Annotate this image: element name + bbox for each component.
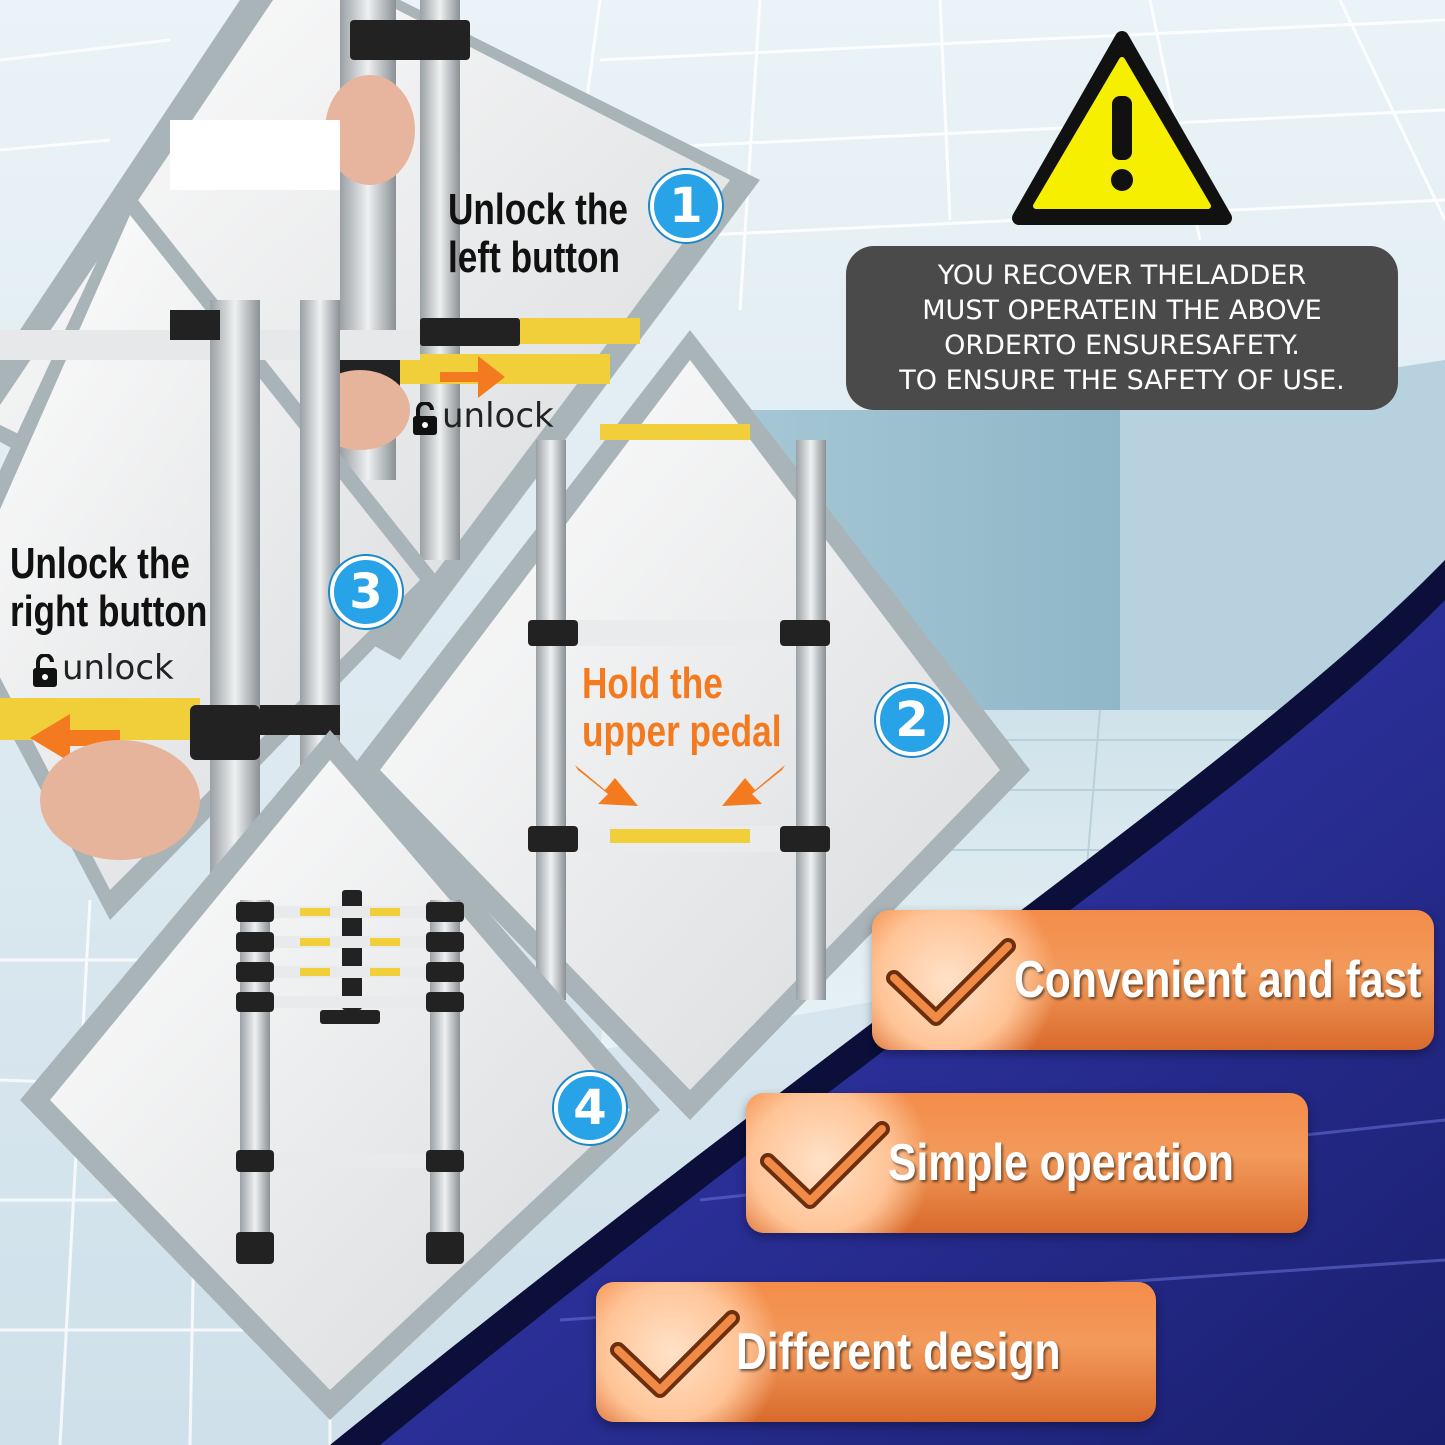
step-4-number-badge: 4 xyxy=(554,1072,626,1144)
padlock-open-icon xyxy=(33,654,57,687)
step-2-title: Hold the upper pedal xyxy=(582,659,782,757)
warning-triangle-icon xyxy=(1012,31,1232,225)
panel-step-2 xyxy=(350,330,1030,1120)
step-1-unlock-text: unlock xyxy=(442,396,554,436)
feature-label-1: Convenient and fast xyxy=(1014,951,1422,1009)
step-3-number-badge: 3 xyxy=(330,556,402,628)
step-2-number-badge: 2 xyxy=(876,684,948,756)
panel-step-3 xyxy=(0,190,440,920)
warning-line-1: YOU RECOVER THELADDER xyxy=(937,260,1307,291)
step-1-line1: Unlock the xyxy=(448,185,628,234)
folded-ladder-image xyxy=(236,890,464,1264)
step-3-line1: Unlock the xyxy=(10,539,190,588)
step-3-unlock-label: unlock xyxy=(32,648,174,688)
step-3-unlock-text: unlock xyxy=(62,648,174,688)
step-1-number-badge: 1 xyxy=(650,170,722,242)
step-1-title: Unlock the left button xyxy=(448,185,628,283)
feature-banner-3: Different design xyxy=(596,1282,1156,1422)
feature-banner-1: Convenient and fast xyxy=(872,910,1434,1050)
checkmark-icon xyxy=(886,938,1016,1026)
padlock-open-icon xyxy=(413,402,437,435)
step-1-line2: left button xyxy=(448,233,621,283)
warning-line-3: ORDERTO ENSURESAFETY. xyxy=(944,330,1300,361)
feature-banner-2: Simple operation xyxy=(746,1093,1308,1233)
checkmark-icon xyxy=(760,1121,890,1209)
step-3-line2: right button xyxy=(10,587,208,637)
warning-line-4: TO ENSURE THE SAFETY OF USE. xyxy=(899,365,1345,396)
step-1-unlock-label: unlock xyxy=(412,396,554,436)
feature-label-2: Simple operation xyxy=(888,1134,1234,1192)
warning-line-2: MUST OPERATEIN THE ABOVE xyxy=(922,295,1322,326)
step-2-line2: upper pedal xyxy=(582,707,782,757)
feature-label-3: Different design xyxy=(736,1323,1061,1381)
step-3-title: Unlock the right button xyxy=(10,539,208,637)
safety-warning-box: YOU RECOVER THELADDER MUST OPERATEIN THE… xyxy=(846,246,1398,410)
panel-step-4 xyxy=(20,730,660,1420)
checkmark-icon xyxy=(610,1310,740,1398)
step-2-line1: Hold the xyxy=(582,659,723,708)
